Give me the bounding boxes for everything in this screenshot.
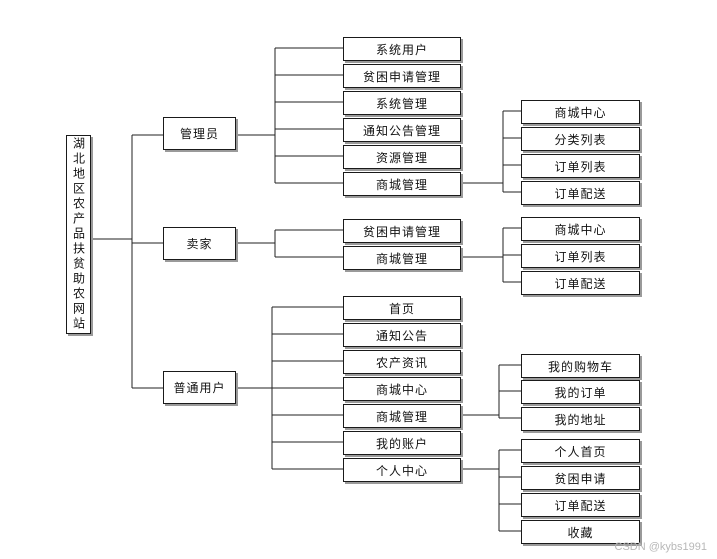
admin-mall-category-list: 分类列表 bbox=[521, 127, 640, 151]
seller-item-mall-management: 商城管理 bbox=[343, 246, 461, 270]
root-node: 湖北地区农产品扶贫助农网站 bbox=[66, 135, 91, 334]
admin-mall-order-delivery: 订单配送 bbox=[521, 181, 640, 205]
admin-item-poverty-application: 贫困申请管理 bbox=[343, 64, 461, 88]
admin-item-mall-management: 商城管理 bbox=[343, 172, 461, 196]
role-user: 普通用户 bbox=[163, 371, 236, 404]
user-item-my-account: 我的账户 bbox=[343, 431, 461, 455]
user-item-agri-news: 农产资讯 bbox=[343, 350, 461, 374]
seller-item-poverty-application: 贫困申请管理 bbox=[343, 219, 461, 243]
admin-mall-center: 商城中心 bbox=[521, 100, 640, 124]
user-item-personal-center: 个人中心 bbox=[343, 458, 461, 482]
seller-mall-center: 商城中心 bbox=[521, 217, 640, 241]
watermark: CSDN @kybs1991 bbox=[614, 541, 707, 553]
admin-item-system-management: 系统管理 bbox=[343, 91, 461, 115]
user-mall-my-orders: 我的订单 bbox=[521, 380, 640, 404]
user-mall-cart: 我的购物车 bbox=[521, 354, 640, 378]
admin-item-system-users: 系统用户 bbox=[343, 37, 461, 61]
seller-mall-order-list: 订单列表 bbox=[521, 244, 640, 268]
admin-mall-order-list: 订单列表 bbox=[521, 154, 640, 178]
user-mall-my-address: 我的地址 bbox=[521, 407, 640, 431]
user-center-favorites: 收藏 bbox=[521, 520, 640, 544]
user-item-notices: 通知公告 bbox=[343, 323, 461, 347]
user-item-mall-management: 商城管理 bbox=[343, 404, 461, 428]
user-item-home: 首页 bbox=[343, 296, 461, 320]
user-center-home: 个人首页 bbox=[521, 439, 640, 463]
user-center-order-delivery: 订单配送 bbox=[521, 493, 640, 517]
user-center-poverty-application: 贫困申请 bbox=[521, 466, 640, 490]
role-seller: 卖家 bbox=[163, 227, 236, 260]
admin-item-notice-management: 通知公告管理 bbox=[343, 118, 461, 142]
seller-mall-order-delivery: 订单配送 bbox=[521, 271, 640, 295]
role-admin: 管理员 bbox=[163, 117, 236, 150]
admin-item-resource-management: 资源管理 bbox=[343, 145, 461, 169]
user-item-mall-center: 商城中心 bbox=[343, 377, 461, 401]
